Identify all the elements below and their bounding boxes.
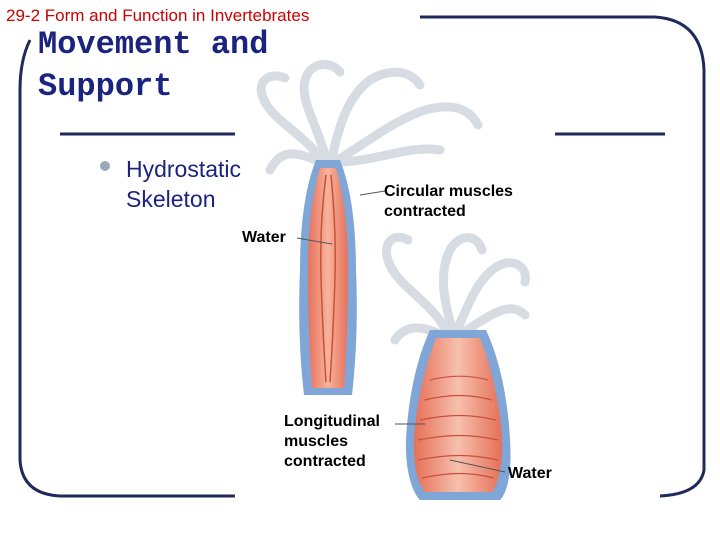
pointer-lines <box>296 190 506 473</box>
header-text: 29-2 Form and Function in Invertebrates <box>6 6 310 25</box>
left-hydra-tentacles <box>256 60 483 175</box>
slide-title: Movement and Support <box>38 24 268 108</box>
left-border <box>18 39 61 498</box>
right-border <box>654 15 706 498</box>
label-circular-muscles: Circular muscles contracted <box>384 183 513 220</box>
right-hydra-tentacles <box>382 232 530 345</box>
left-hydra-body <box>299 160 357 395</box>
bullet-text: Hydrostatic Skeleton <box>126 156 242 212</box>
right-hydra-body <box>405 330 511 500</box>
label-water-left: Water <box>242 229 286 246</box>
label-longitudinal-muscles: Longitudinal muscles contracted <box>284 413 380 470</box>
bullet-dot-icon <box>100 161 110 171</box>
label-water-right: Water <box>508 465 552 482</box>
slide-title-line-2: Support <box>38 68 173 105</box>
slide-title-line-1: Movement and <box>38 26 269 63</box>
